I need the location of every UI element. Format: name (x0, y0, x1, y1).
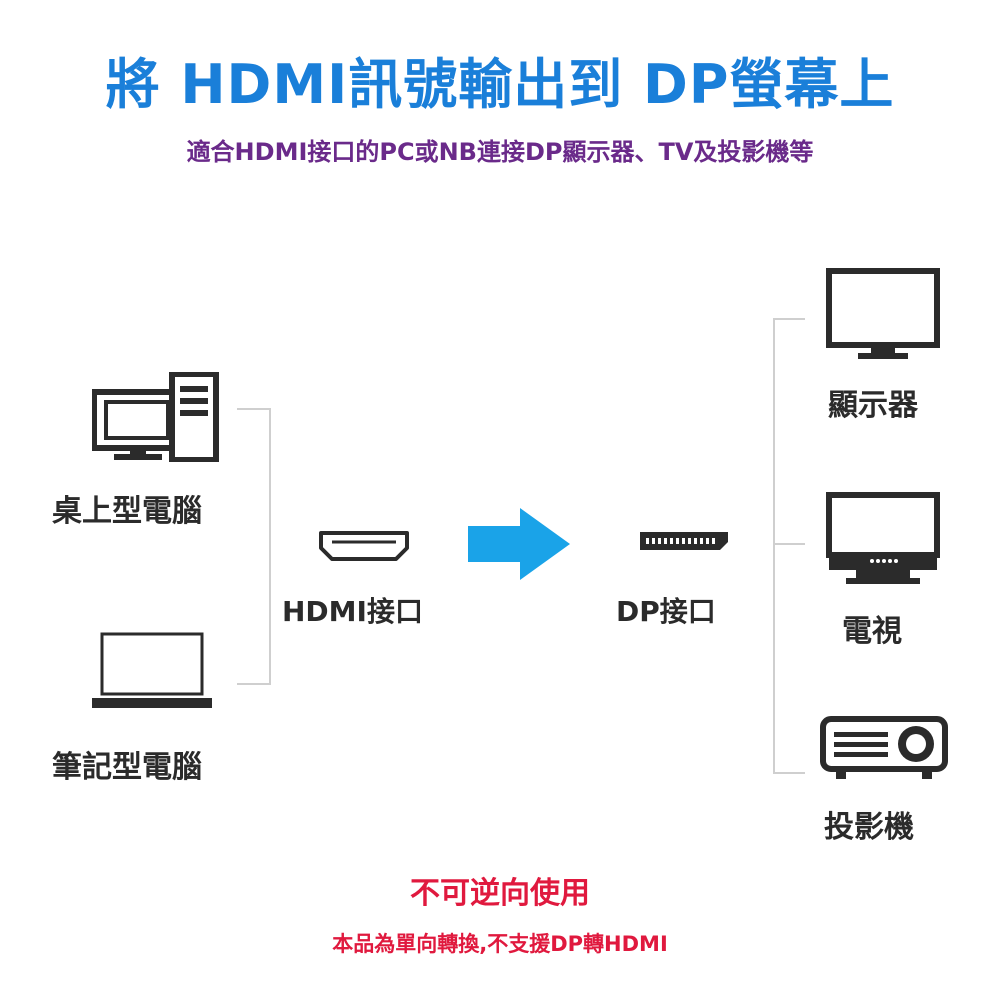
connector-line (773, 318, 805, 320)
no-reverse-warning: 不可逆向使用 (410, 876, 590, 911)
dp-port-label: DP接口 (616, 595, 716, 628)
connector-line (773, 543, 805, 545)
laptop-icon (92, 632, 212, 708)
page-subtitle: 適合HDMI接口的PC或NB連接DP顯示器、TV及投影機等 (186, 138, 814, 166)
hdmi-port-label: HDMI接口 (282, 595, 423, 628)
laptop-label: 筆記型電腦 (52, 750, 202, 785)
one-way-note: 本品為單向轉換,不支援DP轉HDMI (332, 932, 668, 956)
arrow-right-icon (468, 508, 570, 580)
connector-line (237, 408, 271, 410)
tv-icon (826, 492, 940, 584)
connector-line (269, 408, 271, 685)
connector-line (773, 318, 775, 774)
displayport-icon (640, 532, 728, 550)
monitor-icon (826, 268, 940, 359)
desktop-computer-icon (92, 372, 219, 462)
connector-line (237, 683, 271, 685)
projector-label: 投影機 (824, 810, 914, 845)
monitor-label: 顯示器 (828, 388, 918, 423)
connector-line (773, 772, 805, 774)
projector-icon (820, 716, 948, 779)
hdmi-port-icon (319, 531, 409, 561)
tv-label: 電視 (842, 614, 902, 649)
page-title: 將 HDMI訊號輸出到 DP螢幕上 (105, 53, 895, 116)
desktop-label: 桌上型電腦 (52, 494, 202, 529)
